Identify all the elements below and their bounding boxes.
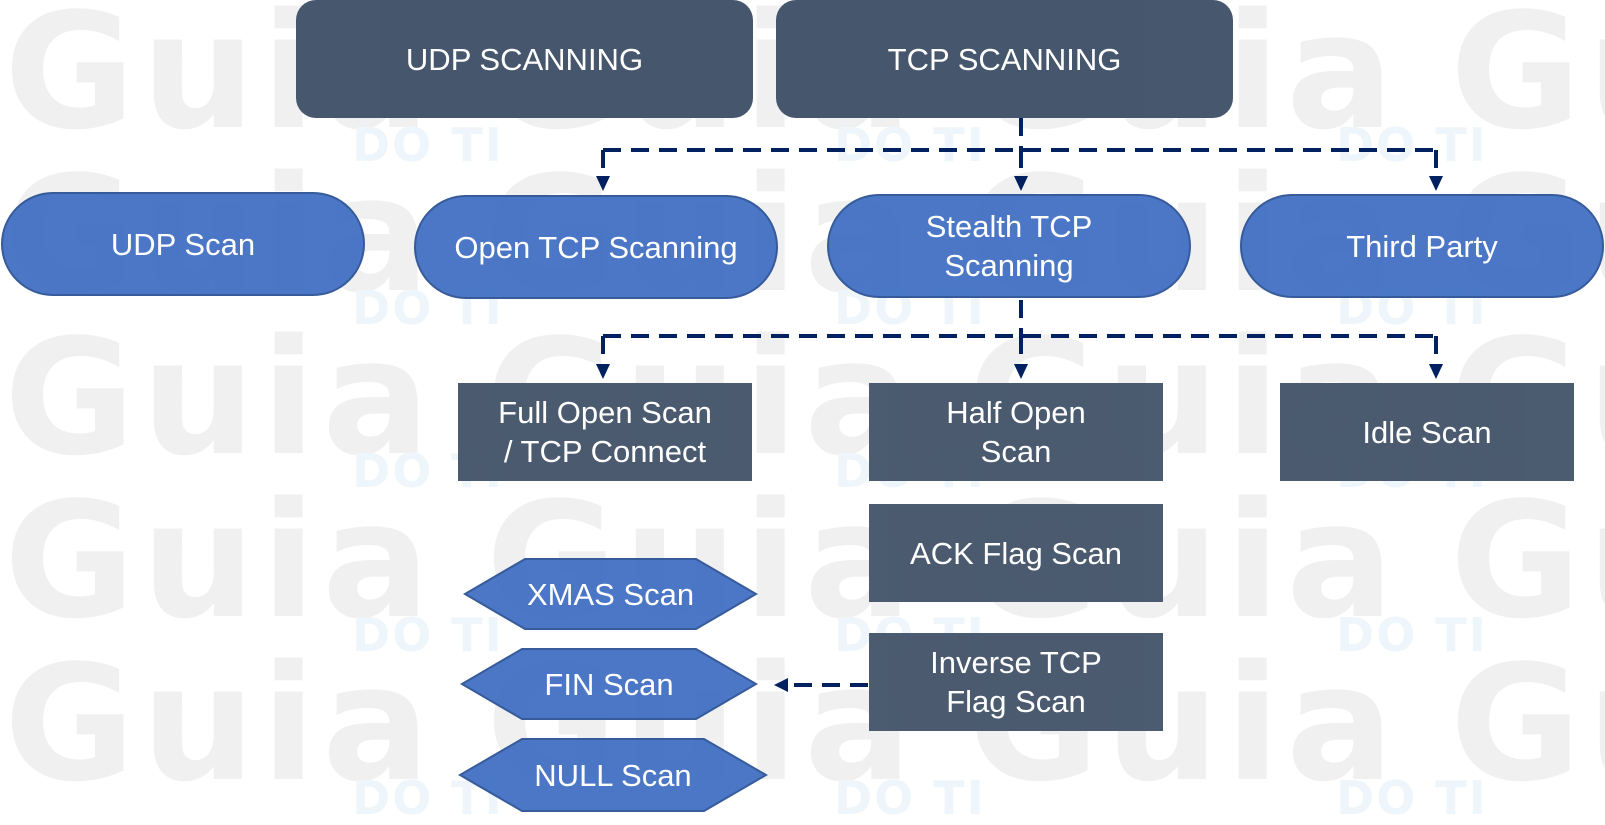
open-tcp-scanning-label: Open TCP Scanning bbox=[454, 229, 738, 265]
full-open-scan-node[interactable]: Full Open Scan / TCP Connect bbox=[458, 383, 752, 481]
ack-flag-scan-node[interactable]: ACK Flag Scan bbox=[869, 504, 1163, 602]
third-party-label: Third Party bbox=[1346, 228, 1498, 264]
arrowhead-stealth-tcp bbox=[1014, 176, 1028, 191]
udp-scan-label: UDP Scan bbox=[110, 226, 256, 262]
idle-scan-node[interactable]: Idle Scan bbox=[1280, 383, 1574, 481]
null-scan-node[interactable]: NULL Scan bbox=[458, 737, 768, 813]
arrowhead-half-open bbox=[1014, 364, 1028, 379]
idle-scan-label: Idle Scan bbox=[1362, 414, 1492, 450]
hexagon-shape bbox=[460, 648, 758, 720]
fin-scan-label: FIN Scan bbox=[544, 666, 674, 702]
hexagon-shape bbox=[463, 558, 758, 630]
third-party-node[interactable]: Third Party bbox=[1240, 194, 1604, 298]
tcp-scanning-label: TCP SCANNING bbox=[887, 41, 1122, 77]
udp-scan-node[interactable]: UDP Scan bbox=[1, 192, 365, 296]
half-open-scan-label: Half Open Scan bbox=[946, 395, 1086, 469]
inverse-tcp-flag-scan-node[interactable]: Inverse TCP Flag Scan bbox=[869, 633, 1163, 731]
full-open-scan-label: Full Open Scan / TCP Connect bbox=[498, 395, 712, 469]
fin-scan-node[interactable]: FIN Scan bbox=[460, 647, 758, 721]
stealth-tcp-scanning-label: Stealth TCP Scanning bbox=[925, 209, 1093, 283]
tcp-scanning-header[interactable]: TCP SCANNING bbox=[776, 0, 1233, 118]
xmas-scan-label: XMAS Scan bbox=[526, 576, 695, 612]
open-tcp-scanning-node[interactable]: Open TCP Scanning bbox=[414, 195, 778, 299]
hexagon-shape bbox=[458, 738, 768, 812]
ack-flag-scan-label: ACK Flag Scan bbox=[910, 535, 1122, 571]
udp-scanning-header[interactable]: UDP SCANNING bbox=[296, 0, 753, 118]
udp-scanning-label: UDP SCANNING bbox=[405, 41, 644, 77]
arrowhead-fin bbox=[774, 678, 788, 692]
half-open-scan-node[interactable]: Half Open Scan bbox=[869, 383, 1163, 481]
xmas-scan-node[interactable]: XMAS Scan bbox=[463, 557, 758, 631]
inverse-tcp-flag-scan-label: Inverse TCP Flag Scan bbox=[930, 645, 1102, 719]
arrowhead-open-tcp bbox=[596, 176, 610, 191]
arrowhead-full-open bbox=[596, 364, 610, 379]
arrowhead-idle bbox=[1429, 364, 1443, 379]
null-scan-label: NULL Scan bbox=[534, 757, 692, 793]
arrowhead-third-party bbox=[1429, 176, 1443, 191]
stealth-tcp-scanning-node[interactable]: Stealth TCP Scanning bbox=[827, 194, 1191, 298]
